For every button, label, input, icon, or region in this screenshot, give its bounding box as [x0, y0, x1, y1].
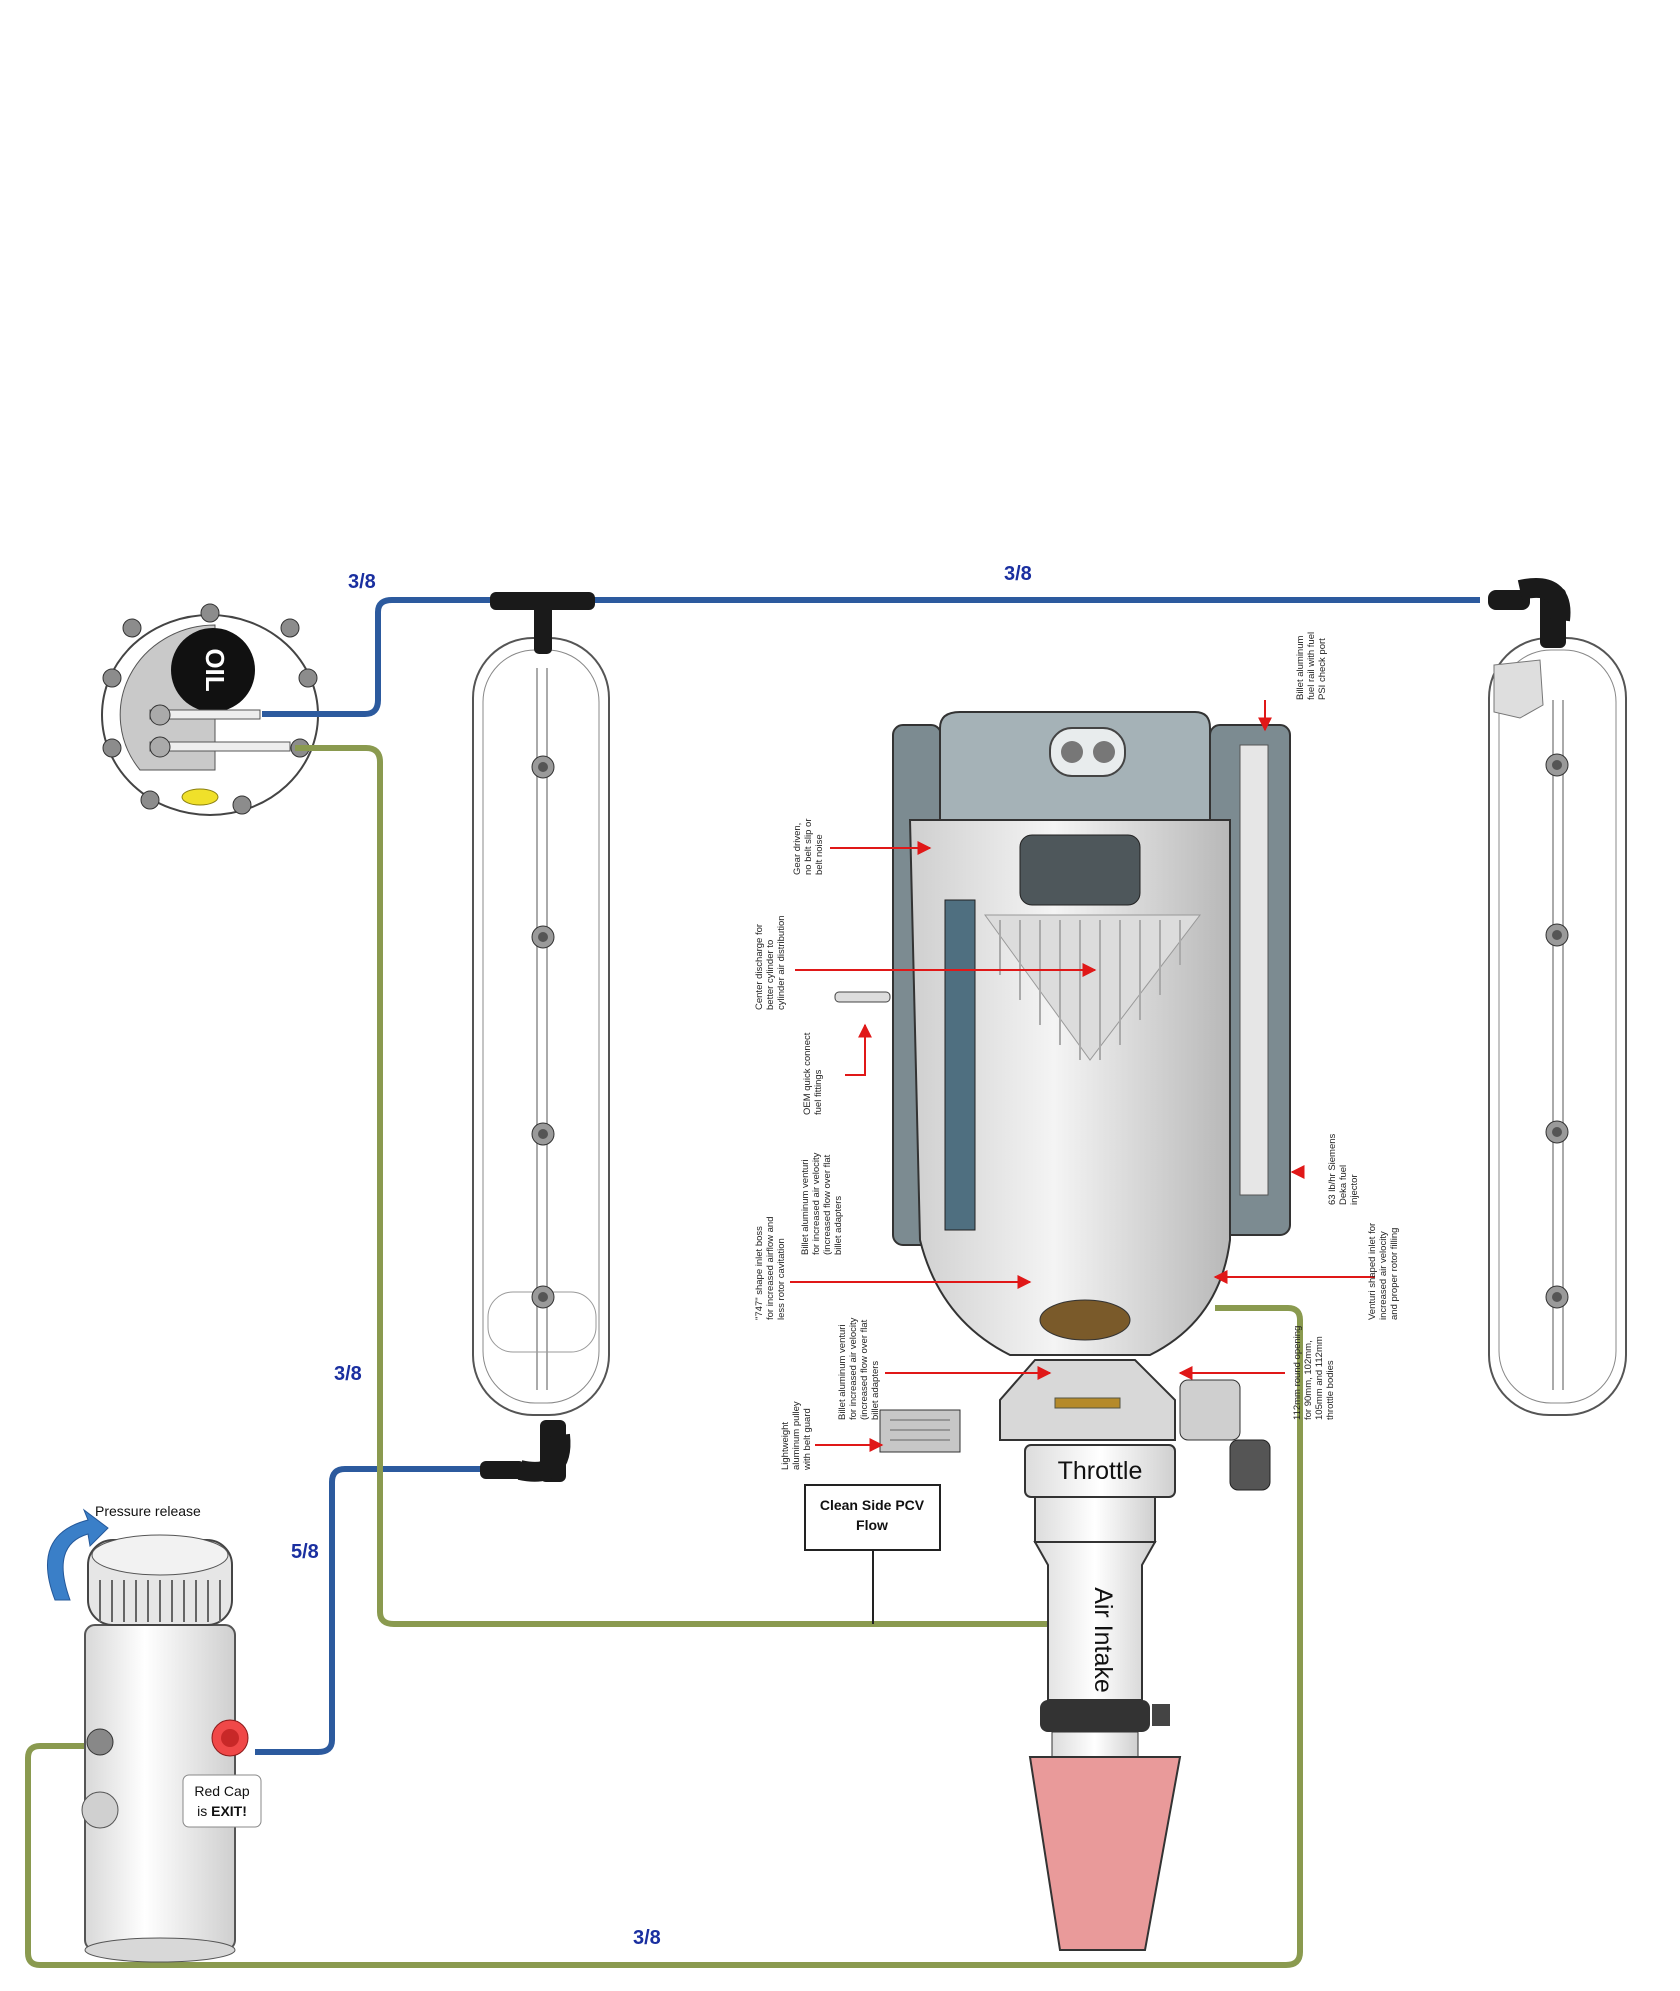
bolt-icon [1545, 753, 1569, 1309]
callout-line: injector [1349, 1174, 1360, 1205]
tee-fitting-icon [490, 592, 595, 654]
callout-throttle-opening: 112mm round openingfor 90mm, 102mm,105mm… [1292, 1326, 1336, 1420]
pcv-box-line2: Flow [856, 1517, 888, 1533]
curved-arrow-icon [47, 1508, 109, 1601]
callout-line: fuel rail with fuel [1306, 632, 1317, 700]
callout-line: PSI check port [1317, 638, 1328, 700]
left-valve-cover [472, 637, 610, 1416]
callout-line: for increased air velocity [848, 1317, 859, 1420]
green-hoses [25, 745, 1303, 1968]
callout-line: Deka fuel [1338, 1165, 1349, 1205]
callout-line: increased air velocity [1378, 1231, 1389, 1320]
callout-line: less rotor cavitation [776, 1238, 787, 1320]
callout-line: Billet aluminum [1295, 636, 1306, 700]
hose-label-left-mid: 3/8 [334, 1363, 362, 1385]
bolt-icon [531, 755, 555, 1309]
red-cap-line2-bold: EXIT! [211, 1803, 247, 1819]
red-cap-line1: Red Cap [194, 1783, 249, 1799]
callout-line: belt noise [814, 834, 825, 875]
hose-label-top-right: 3/8 [1004, 563, 1032, 585]
air-filter [1028, 1756, 1182, 1951]
callout-line: throttle bodies [1325, 1360, 1336, 1420]
callout-line: for 90mm, 102mm, [1303, 1340, 1314, 1420]
callout-pulley: Lightweightaluminum pulleywith belt guar… [780, 1401, 813, 1471]
callout-line: no belt slip or [803, 818, 814, 875]
callout-injector: 63 lb/hr SiemensDeka fuelinjector [1327, 1133, 1360, 1205]
callout-gear-driven: Gear driven,no belt slip orbelt noise [792, 818, 825, 875]
callout-line: and proper rotor filling [1389, 1228, 1400, 1320]
callout-line: Lightweight [780, 1422, 791, 1470]
callout-line: "747" shape inlet boss [754, 1226, 765, 1320]
callout-inlet-747: "747" shape inlet bossfor increased airf… [754, 1217, 787, 1321]
callout-line: for increased airflow and [765, 1217, 776, 1321]
callout-line: with belt guard [802, 1408, 813, 1471]
throttle-body: Throttle [1024, 1444, 1176, 1498]
callout-texts: Billet aluminumfuel rail with fuelPSI ch… [754, 632, 1400, 1471]
callout-line: fuel fittings [813, 1069, 824, 1115]
pressure-release-label: Pressure release [95, 1503, 201, 1519]
red-cap-line2-prefix: is [197, 1803, 211, 1819]
right-valve-cover [1488, 637, 1627, 1416]
callout-line: 112mm round opening [1292, 1326, 1303, 1420]
air-intake-label: Air Intake [1089, 1587, 1117, 1693]
callout-line: Gear driven, [792, 823, 803, 875]
bolt-icon [102, 603, 318, 815]
pcv-box-line1: Clean Side PCV [820, 1497, 925, 1513]
callout-line: Center discharge for [754, 924, 765, 1010]
callout-venturi-inlet: Venturi shaped inlet forincreased air ve… [1367, 1223, 1400, 1320]
catch-can: Red Cap is EXIT! [81, 1534, 262, 1963]
throttle-label: Throttle [1058, 1457, 1143, 1485]
red-cap-line2: is EXIT! [197, 1803, 247, 1819]
callout-line: aluminum pulley [791, 1401, 802, 1470]
blue-hoses [255, 597, 1480, 1755]
callout-line: Billet aluminum venturi [837, 1324, 848, 1420]
supercharger [834, 711, 1291, 1491]
callout-line: Billet aluminum venturi [800, 1159, 811, 1255]
callout-oem-quick: OEM quick connectfuel fittings [802, 1032, 824, 1115]
pcv-box: Clean Side PCV Flow [804, 1484, 941, 1551]
callout-line: Venturi shaped inlet for [1367, 1223, 1378, 1320]
callout-billet-venturi-lower: Billet aluminum venturifor increased air… [837, 1317, 881, 1420]
callout-line: for increased air velocity [811, 1152, 822, 1255]
hose-label-top-left: 3/8 [348, 571, 376, 593]
callout-line: better cylinder to [765, 940, 776, 1010]
callout-line: billet adapters [833, 1196, 844, 1255]
hose-label-left-lower: 5/8 [291, 1541, 319, 1563]
callout-line: cylinder air distribution [776, 915, 787, 1010]
callout-line: (increased flow over flat [859, 1319, 870, 1420]
callout-arrows [790, 700, 1375, 1452]
callout-center-discharge: Center discharge forbetter cylinder tocy… [754, 915, 787, 1010]
callout-line: 105mm and 112mm [1314, 1336, 1325, 1420]
oil-cap-text: OIL [200, 648, 230, 691]
oil-cap: OIL [101, 603, 319, 816]
callout-fuel-rail: Billet aluminumfuel rail with fuelPSI ch… [1295, 632, 1328, 700]
elbow-fitting-icon [1488, 578, 1571, 648]
callout-billet-venturi-upper: Billet aluminum venturifor increased air… [800, 1152, 844, 1255]
elbow-fitting-icon [480, 1420, 571, 1482]
hose-label-bottom: 3/8 [633, 1927, 661, 1949]
callout-line: billet adapters [870, 1361, 881, 1420]
callout-line: OEM quick connect [802, 1032, 813, 1115]
callout-line: 63 lb/hr Siemens [1327, 1133, 1338, 1205]
callout-line: (increased flow over flat [822, 1154, 833, 1255]
air-intake: Air Intake [1028, 1496, 1182, 1951]
